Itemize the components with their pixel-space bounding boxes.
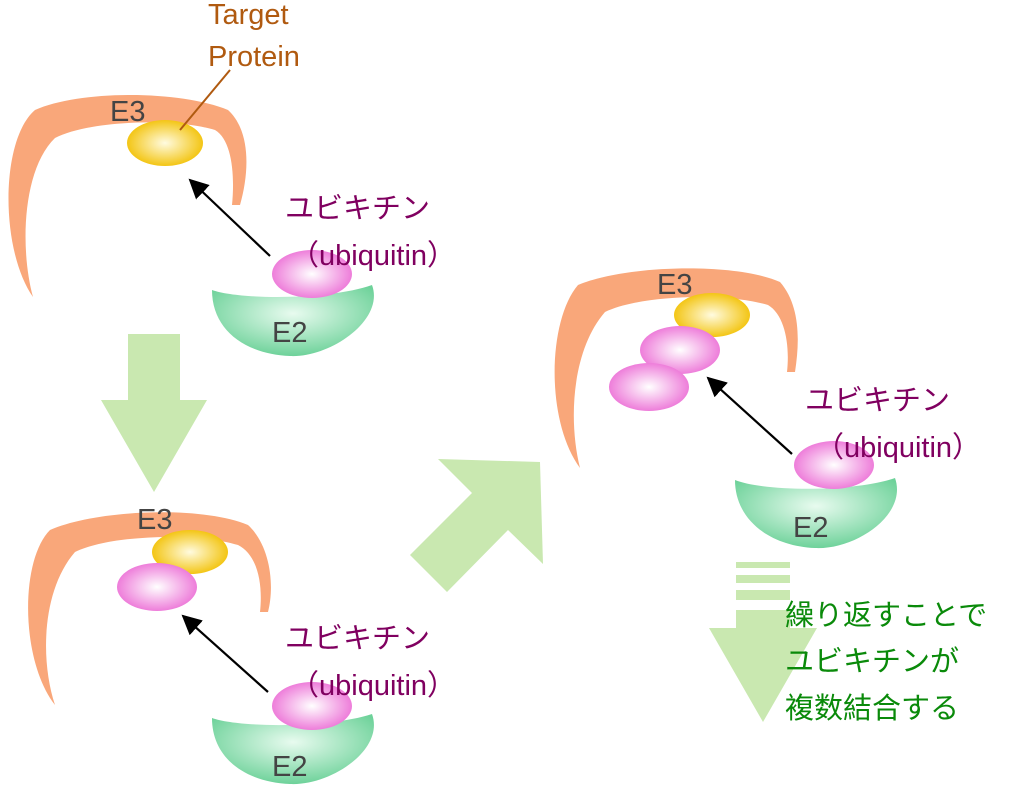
repeat-arrow-stripe [736, 575, 790, 583]
target-protein-label-line2: Protein [208, 41, 300, 73]
e2-label: E2 [793, 512, 828, 544]
repeat-arrow-stripe [736, 562, 790, 568]
repeat-arrow-stripe [736, 590, 790, 600]
repeat-arrow-head [709, 610, 817, 722]
e3-label: E3 [110, 96, 145, 128]
e2-enzyme-shape [212, 285, 374, 357]
e2-enzyme-shape [212, 714, 374, 785]
note-line-2: ユビキチンが [785, 644, 959, 678]
transfer-arrow [181, 614, 269, 693]
repeat-arrow [709, 562, 817, 722]
e3-label: E3 [657, 269, 692, 301]
target-protein [152, 530, 228, 574]
e3-label: E3 [137, 504, 172, 536]
e2-enzyme-shape [735, 478, 898, 549]
ubiquitin-label-en: （ubiquitin） [290, 670, 456, 702]
down-arrow [101, 334, 207, 492]
target-protein-label-line1: Target [208, 0, 289, 31]
ubiquitin [640, 326, 720, 374]
ubiquitin-label-jp: ユビキチン [285, 621, 430, 655]
target-protein-pointer-line [179, 69, 231, 131]
e3-enzyme-shape [8, 95, 247, 297]
panel-1: E3 Target Protein E2 ユビキチン （ubiquitin） [8, 0, 456, 357]
ubiquitin [117, 563, 197, 611]
diagonal-arrow [410, 459, 543, 592]
note-line-3: 複数結合する [785, 691, 959, 725]
transfer-arrow [706, 376, 793, 455]
target-protein [674, 293, 750, 337]
ubiquitin-label-en: （ubiquitin） [290, 240, 456, 272]
ubiquitin [272, 682, 352, 730]
ubiquitin [794, 441, 874, 489]
e2-label: E2 [272, 751, 307, 783]
e3-enzyme-shape [28, 512, 271, 705]
e3-enzyme-shape [554, 268, 798, 468]
transfer-arrow [188, 178, 271, 257]
panel-2: E3 E2 ユビキチン （ubiquitin） [28, 504, 456, 785]
ubiquitin [272, 250, 352, 298]
ubiquitin-label-en: （ubiquitin） [815, 432, 981, 464]
e2-label: E2 [272, 317, 307, 349]
panel-3: E3 E2 ユビキチン （ubiquitin） [554, 268, 981, 549]
ubiquitin-label-jp: ユビキチン [285, 191, 430, 225]
ubiquitin-label-jp: ユビキチン [805, 383, 950, 417]
note-line-1: 繰り返すことで [785, 598, 987, 632]
ubiquitin [609, 363, 689, 411]
target-protein [127, 120, 203, 166]
